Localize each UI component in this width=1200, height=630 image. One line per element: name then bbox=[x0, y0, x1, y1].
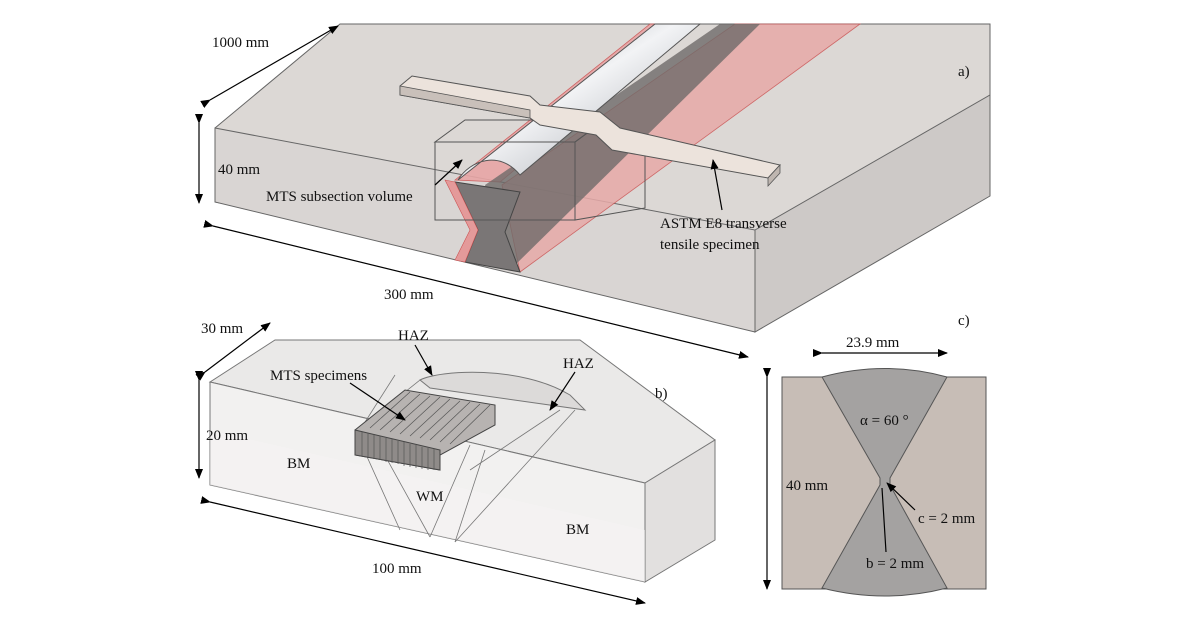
weld-c-section bbox=[821, 368, 948, 597]
label-mts-subsection-volume: MTS subsection volume bbox=[266, 189, 413, 205]
label-20mm: 20 mm bbox=[206, 428, 248, 444]
label-b-gap: b = 2 mm bbox=[866, 556, 924, 572]
label-40mm-c: 40 mm bbox=[786, 478, 828, 494]
leader-b bbox=[881, 487, 887, 553]
label-mts-specimens: MTS specimens bbox=[270, 368, 367, 384]
plate-right-face bbox=[754, 94, 991, 333]
panel-b: b) 30 mm 20 mm 100 mm HAZ HAZ MTS specim… bbox=[195, 321, 716, 605]
dim-arrow-300mm bbox=[203, 219, 749, 359]
label-bm-left: BM bbox=[287, 456, 310, 472]
weld-crown bbox=[457, 23, 702, 181]
label-haz-left: HAZ bbox=[398, 328, 429, 344]
leader-c bbox=[886, 482, 916, 511]
weld-dome-b bbox=[419, 371, 587, 411]
label-wm: WM bbox=[416, 489, 444, 505]
leader-haz-left bbox=[414, 344, 433, 376]
label-c-gap: c = 2 mm bbox=[918, 511, 976, 527]
label-alpha: α = 60 ° bbox=[860, 413, 909, 429]
label-tensile-line1: ASTM E8 transverse bbox=[660, 216, 787, 232]
panel-c: c) 23.9 mm 40 mm α = 60 ° c = 2 mm b = 2… bbox=[763, 313, 987, 597]
panel-a: a) 1000 mm 40 mm MTS subsection volume A… bbox=[195, 23, 991, 359]
panel-c-label: c) bbox=[958, 313, 970, 329]
label-40mm-a: 40 mm bbox=[218, 162, 260, 178]
label-300mm: 300 mm bbox=[384, 287, 434, 303]
leader-mts-specimens bbox=[349, 382, 406, 421]
dim-arrow-100mm bbox=[200, 496, 646, 605]
label-23-9mm: 23.9 mm bbox=[846, 335, 900, 351]
label-1000mm: 1000 mm bbox=[212, 35, 269, 51]
panel-a-label: a) bbox=[958, 64, 970, 80]
leader-mts-volume bbox=[434, 159, 463, 186]
label-100mm: 100 mm bbox=[372, 561, 422, 577]
leader-tensile bbox=[710, 159, 723, 211]
leader-haz-right bbox=[549, 371, 576, 411]
dim-arrow-30mm bbox=[195, 322, 271, 381]
label-30mm: 30 mm bbox=[201, 321, 243, 337]
panel-b-label: b) bbox=[655, 386, 668, 402]
label-haz-right: HAZ bbox=[563, 356, 594, 372]
label-bm-right: BM bbox=[566, 522, 589, 538]
tensile-specimen-shape bbox=[399, 75, 781, 188]
dim-arrow-1000mm bbox=[200, 25, 339, 108]
label-tensile-line2: tensile specimen bbox=[660, 237, 760, 253]
